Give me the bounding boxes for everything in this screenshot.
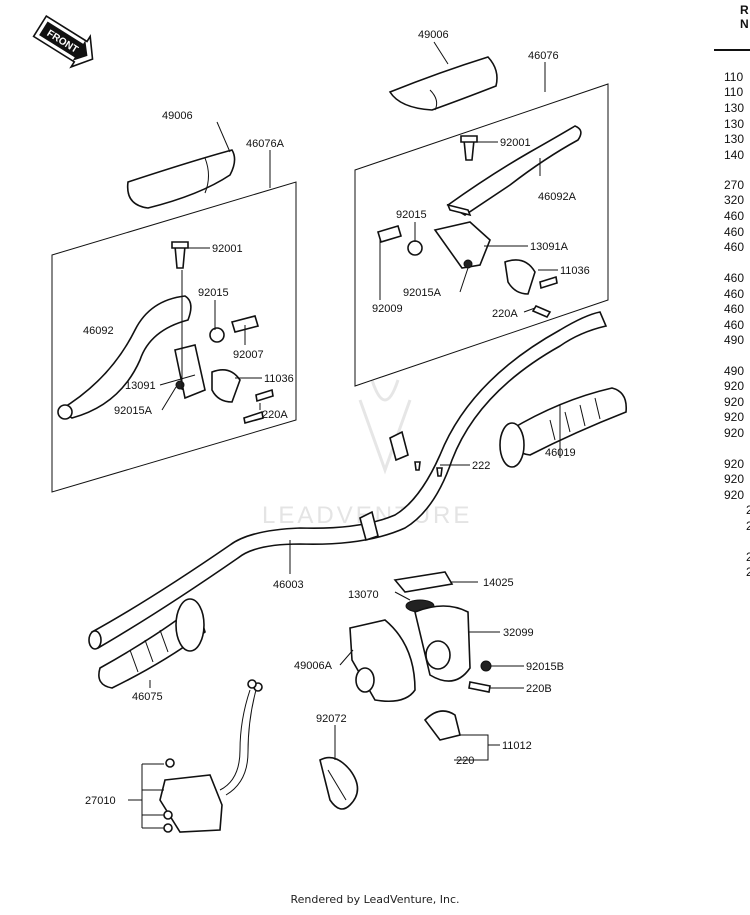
label-screw-220: 220 xyxy=(456,755,474,767)
side-item: 320 xyxy=(724,193,744,207)
side-item: 460 xyxy=(724,209,744,223)
label-nut-right: 92015A xyxy=(403,287,442,299)
label-lever-left: 46092 xyxy=(83,325,114,337)
left-lever-panel xyxy=(51,181,297,493)
side-item: 110 xyxy=(724,85,743,99)
side-item: 460 xyxy=(724,271,744,285)
side-header-2: N xyxy=(740,17,749,31)
side-item: 130 xyxy=(724,132,744,146)
label-holder-left: 13091 xyxy=(125,380,156,392)
side-item: 130 xyxy=(724,101,744,115)
label-cable-clamp: 92072 xyxy=(316,713,347,725)
side-item: 460 xyxy=(724,225,744,239)
side-item: 920 xyxy=(724,379,744,393)
throttle-assembly xyxy=(349,461,492,741)
label-nut-throttle: 92015B xyxy=(526,661,564,673)
label-clamp-right: 11036 xyxy=(560,265,590,277)
label-clamp-left: 11036 xyxy=(264,373,294,385)
label-throttle-cover: 49006A xyxy=(294,660,333,672)
side-item: 920 xyxy=(724,395,744,409)
side-item: 920 xyxy=(724,426,744,440)
part-labels: 49006 49006 46076A 46076 92001 92001 920… xyxy=(83,29,590,807)
label-bracket-assy: 11012 xyxy=(502,740,532,752)
label-washer-right: 92015 xyxy=(396,209,427,221)
grip-right xyxy=(499,387,628,468)
front-arrow-badge: FRONT xyxy=(32,14,94,69)
label-screw-throttle: 220B xyxy=(526,683,552,695)
label-lever-assy-right: 46076 xyxy=(528,50,559,62)
label-screw-right: 220A xyxy=(492,308,518,320)
label-screw-222: 222 xyxy=(472,460,490,472)
label-adjuster-left: 92007 xyxy=(233,349,264,361)
side-item: 920 xyxy=(724,488,744,502)
label-bolt-right: 92001 xyxy=(500,137,531,149)
side-item: 130 xyxy=(724,117,744,131)
label-bolt-left: 92001 xyxy=(212,243,243,255)
side-item: 2 xyxy=(746,550,750,564)
side-item: 2 xyxy=(746,519,750,533)
label-lever-right: 46092A xyxy=(538,191,577,203)
side-item: 490 xyxy=(724,364,744,378)
side-item: 110 xyxy=(724,70,743,84)
side-item: 270 xyxy=(724,178,744,192)
grip-cover-right xyxy=(388,56,498,111)
side-item: 140 xyxy=(724,148,744,162)
label-grip-cover-left: 49006 xyxy=(162,110,193,122)
side-item: 460 xyxy=(724,302,744,316)
label-lever-assy-left: 46076A xyxy=(246,138,285,150)
label-plate: 14025 xyxy=(483,577,514,589)
label-switch: 27010 xyxy=(85,795,116,807)
label-grip-left: 46075 xyxy=(132,691,163,703)
side-item: 920 xyxy=(724,472,744,486)
side-item: 2 xyxy=(746,565,750,579)
footer-credit: Rendered by LeadVenture, Inc. xyxy=(290,893,460,906)
leader-lines xyxy=(128,41,561,829)
label-washer-left: 92015 xyxy=(198,287,229,299)
side-item: 460 xyxy=(724,240,744,254)
label-pulley: 13070 xyxy=(348,589,379,601)
label-throttle-case: 32099 xyxy=(503,627,534,639)
right-lever-parts xyxy=(377,125,582,319)
label-grip-cover-right: 49006 xyxy=(418,29,449,41)
label-handlebar: 46003 xyxy=(273,579,304,591)
side-item: 460 xyxy=(724,287,744,301)
right-lever-panel xyxy=(354,83,609,387)
label-grip-right: 46019 xyxy=(545,447,576,459)
label-screw-left: 220A xyxy=(262,409,288,421)
side-item: 920 xyxy=(724,457,744,471)
side-item: 2 xyxy=(746,503,750,517)
cable-clamp xyxy=(319,756,359,810)
side-item: 490 xyxy=(724,333,744,347)
side-header-1: R xyxy=(740,3,749,17)
grip-cover-left xyxy=(126,149,236,209)
label-holder-right: 13091A xyxy=(530,241,569,253)
side-item: 460 xyxy=(724,318,744,332)
grip-left xyxy=(98,598,206,689)
handlebar xyxy=(88,311,608,650)
label-adjuster-right: 92009 xyxy=(372,303,403,315)
side-item: 920 xyxy=(724,410,744,424)
side-parts-column: R N 110 110 130 130 130 140 270 320 460 … xyxy=(714,3,750,579)
label-nut-left: 92015A xyxy=(114,405,153,417)
switch-assembly xyxy=(159,679,263,833)
